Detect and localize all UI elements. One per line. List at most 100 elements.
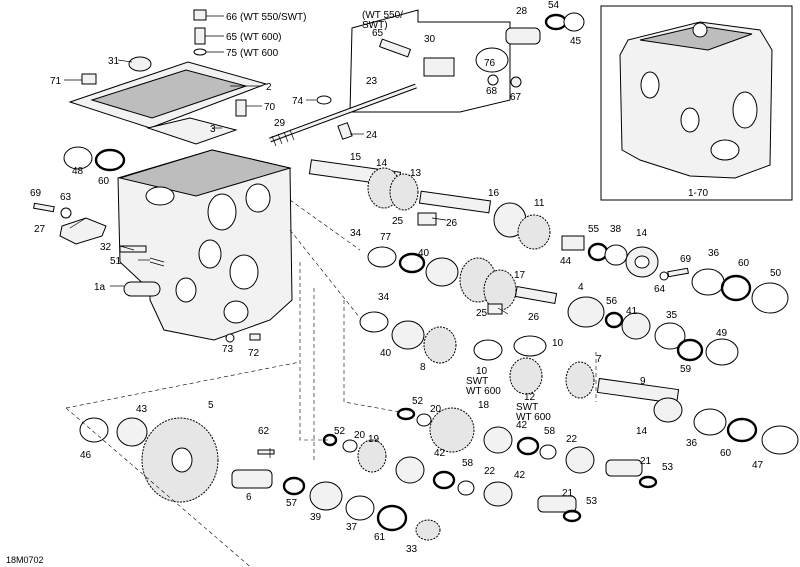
spacer-10b xyxy=(513,335,547,357)
callout-45: 45 xyxy=(570,36,582,47)
cap-50 xyxy=(751,282,789,314)
screw-69 xyxy=(33,202,55,213)
pin-62 xyxy=(257,449,275,455)
pin-25a xyxy=(417,212,437,226)
callout-60b: 60 xyxy=(738,258,750,269)
bearing-41 xyxy=(621,312,651,340)
callout-70: 70 xyxy=(264,102,276,113)
bearing-14c xyxy=(653,397,683,423)
circlip-60b xyxy=(720,274,752,302)
callout-8: 8 xyxy=(420,362,426,373)
callout-17: 17 xyxy=(514,270,526,281)
plug-66 xyxy=(193,9,207,21)
callout-64: 64 xyxy=(654,284,666,295)
filler-cap-31 xyxy=(128,56,152,72)
circlip-77 xyxy=(398,252,426,274)
washer-73 xyxy=(225,333,235,343)
callout-14a: 14 xyxy=(376,158,388,169)
dash-a xyxy=(65,361,301,409)
callout-69b: 69 xyxy=(680,254,692,265)
callout-62: 62 xyxy=(258,426,270,437)
callout-10a: 10 xyxy=(552,338,564,349)
dash-f xyxy=(289,199,361,251)
shaft-21a xyxy=(605,459,643,477)
callout-34b: 34 xyxy=(378,292,390,303)
callout-77: 77 xyxy=(380,232,392,243)
oring-52b xyxy=(322,433,338,447)
callout-41: 41 xyxy=(626,306,638,317)
callout-66: 66 xyxy=(226,12,238,23)
housing-bore-g xyxy=(175,277,197,303)
callout-40a: 40 xyxy=(418,248,430,259)
housing-bore-f xyxy=(223,300,249,324)
callout-59: 59 xyxy=(680,364,692,375)
bearing-44 xyxy=(561,235,585,251)
input-shaft-group xyxy=(308,159,659,287)
callout-58a: 58 xyxy=(462,458,474,469)
gear-19 xyxy=(357,439,387,473)
callout-52b: 52 xyxy=(334,426,346,437)
bolt-70 xyxy=(235,99,247,117)
callout-60c: 60 xyxy=(720,448,732,459)
breather-kit-box: (WT 550/ SWT) xyxy=(349,9,522,113)
callout-39: 39 xyxy=(310,512,322,523)
gear-17 xyxy=(483,269,517,311)
note-wt600b: WT 600 xyxy=(516,412,551,423)
callout-28: 28 xyxy=(516,6,528,17)
callout-24: 24 xyxy=(366,130,378,141)
circlip-60c xyxy=(726,417,758,443)
ring-55 xyxy=(587,242,609,262)
callout-47: 47 xyxy=(752,460,764,471)
bearing-43 xyxy=(116,417,148,447)
callout-labels: 66 (WT 550/SWT) 65 (WT 600) 75 (WT 600 3… xyxy=(6,0,782,565)
washer-64 xyxy=(659,271,669,281)
cap-49 xyxy=(705,338,739,366)
shift-shaft-group xyxy=(269,12,585,147)
callout-68: 68 xyxy=(486,86,498,97)
callout-9: 9 xyxy=(640,376,646,387)
washer-22a xyxy=(457,480,475,496)
callout-38: 38 xyxy=(610,224,622,235)
callout-42b: 42 xyxy=(514,470,526,481)
breather-box-frame xyxy=(349,9,511,113)
callout-7: 7 xyxy=(596,354,602,365)
seal-37 xyxy=(345,495,375,521)
inset-top-cover xyxy=(639,25,753,51)
callout-5: 5 xyxy=(208,400,214,411)
callout-67: 67 xyxy=(510,92,522,103)
gear-7 xyxy=(565,361,595,399)
note-box-line1: (WT 550/ xyxy=(362,10,403,21)
callout-14b: 14 xyxy=(636,228,648,239)
callout-20b: 20 xyxy=(354,430,366,441)
inset-output-flange xyxy=(710,139,740,161)
callout-23: 23 xyxy=(366,76,378,87)
bearing-42d xyxy=(565,446,595,474)
gasket-3 xyxy=(146,117,238,145)
bracket-30 xyxy=(423,57,455,77)
callout-53a: 53 xyxy=(662,462,674,473)
circlip-61 xyxy=(376,504,408,532)
callout-60: 60 xyxy=(98,176,110,187)
callout-35: 35 xyxy=(666,310,678,321)
callout-73: 73 xyxy=(222,344,234,355)
callout-44: 44 xyxy=(560,256,572,267)
plug-27 xyxy=(59,217,107,245)
pin-32 xyxy=(119,245,147,253)
callout-75: 75 xyxy=(226,48,238,59)
hub-4 xyxy=(567,296,605,328)
callout-43: 43 xyxy=(136,404,148,415)
callout-55: 55 xyxy=(588,224,600,235)
callout-20a: 20 xyxy=(430,404,442,415)
inset-bore xyxy=(640,71,660,99)
seal-35 xyxy=(654,322,686,350)
gear-5-hub xyxy=(171,447,193,473)
bearing-42a xyxy=(395,456,425,484)
callout-14c: 14 xyxy=(636,426,648,437)
pawl-24 xyxy=(337,122,353,140)
callout-18: 18 xyxy=(478,400,490,411)
housing-bore-a xyxy=(145,186,175,206)
callout-46: 46 xyxy=(80,450,92,461)
inset-shaft-end xyxy=(732,91,758,129)
leader-lines xyxy=(64,15,509,458)
callout-65: 65 xyxy=(226,32,238,43)
